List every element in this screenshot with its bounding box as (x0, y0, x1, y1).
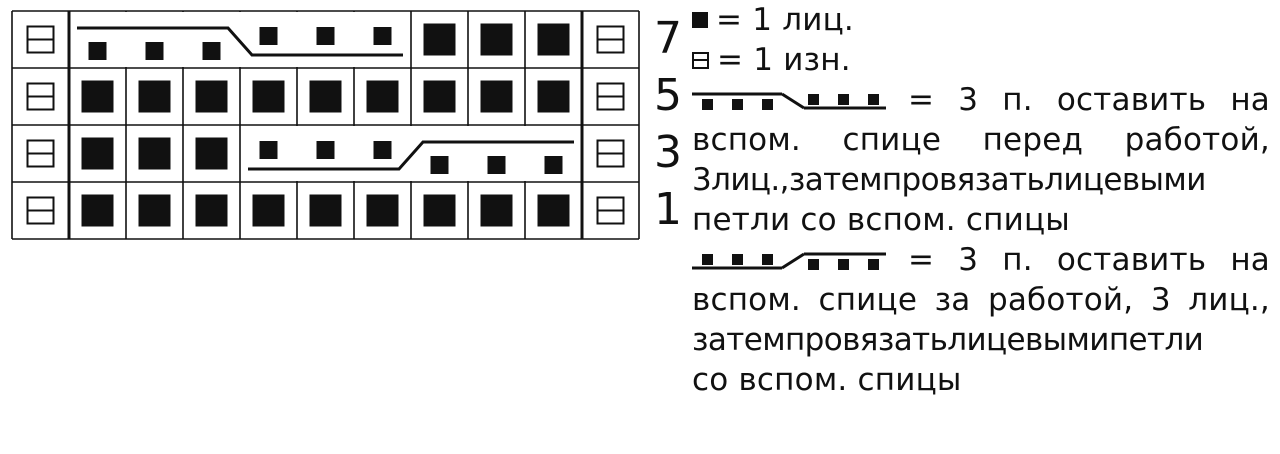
legend-cable-left-desc-3: петли со вспом. спицы (692, 202, 1070, 238)
legend-cable-left-text: = 3 п. оставить на (908, 82, 1270, 118)
knit-stitch (195, 194, 228, 227)
knit-stitch (81, 137, 114, 170)
knit-stitch (81, 80, 114, 113)
knit-stitch (480, 194, 513, 227)
legend-knit-text: = 1 лиц. (716, 2, 854, 38)
knit-stitch (309, 80, 342, 113)
knit-stitch (423, 23, 456, 56)
legend-knit: = 1 лиц. (692, 0, 1270, 40)
filled-square-icon (692, 12, 708, 28)
knit-stitch (537, 80, 570, 113)
legend-cable-left-desc-1: вспом. спице перед работой, (692, 122, 1270, 158)
legend-cable-right: = 3 п. оставить на (692, 240, 1270, 280)
knit-stitch (138, 80, 171, 113)
cable-stitch (373, 27, 392, 45)
cable-stitch (430, 156, 449, 174)
row-number: 3 (654, 127, 682, 178)
knit-stitch (309, 194, 342, 227)
cable-stitch (544, 156, 563, 174)
knit-stitch (81, 194, 114, 227)
legend-cable-left: = 3 п. оставить на (692, 80, 1270, 120)
cable-stitch (88, 42, 107, 60)
chart-grid (11, 10, 640, 240)
knit-stitch (423, 194, 456, 227)
cable-stitch (259, 141, 278, 159)
legend: = 1 лиц. = 1 изн. = 3 п. оставить на всп… (692, 0, 1270, 400)
cable-stitch (145, 42, 164, 60)
knit-stitch (138, 137, 171, 170)
knit-stitch (366, 194, 399, 227)
knit-stitch (537, 23, 570, 56)
knit-stitch (252, 194, 285, 227)
cable-stitch (316, 27, 335, 45)
row-number: 1 (654, 184, 682, 235)
knit-stitch (480, 23, 513, 56)
knit-stitch (252, 80, 285, 113)
cable-line (248, 140, 574, 171)
knitting-chart (11, 10, 640, 240)
legend-cable-left-desc-2: 3лиц.,затемпровязатьлицевыми (692, 162, 1206, 198)
legend-cable-right-text: = 3 п. оставить на (908, 242, 1270, 278)
knit-stitch (480, 80, 513, 113)
legend-cable-right-desc-2: затемпровязатьлицевымипетли (692, 322, 1204, 358)
knit-stitch (423, 80, 456, 113)
legend-cable-right-desc-3: со вспом. спицы (692, 362, 962, 398)
cable-stitch (373, 141, 392, 159)
cable-stitch (259, 27, 278, 45)
knit-stitch (366, 80, 399, 113)
legend-purl: = 1 изн. (692, 40, 1270, 80)
legend-purl-text: = 1 изн. (717, 42, 851, 78)
row-number: 5 (654, 70, 682, 121)
cable-cross-left-icon (692, 92, 886, 110)
cable-stitch (316, 141, 335, 159)
row-number: 7 (654, 13, 682, 64)
knit-stitch (138, 194, 171, 227)
legend-cable-right-desc-1: вспом. спице за работой, 3 лиц., (692, 282, 1270, 318)
cable-line (77, 26, 403, 57)
knit-stitch (195, 80, 228, 113)
cable-stitch (202, 42, 221, 60)
knit-stitch (537, 194, 570, 227)
boxed-minus-icon (692, 52, 709, 69)
knit-stitch (195, 137, 228, 170)
cable-stitch (487, 156, 506, 174)
cable-cross-right-icon (692, 252, 886, 270)
